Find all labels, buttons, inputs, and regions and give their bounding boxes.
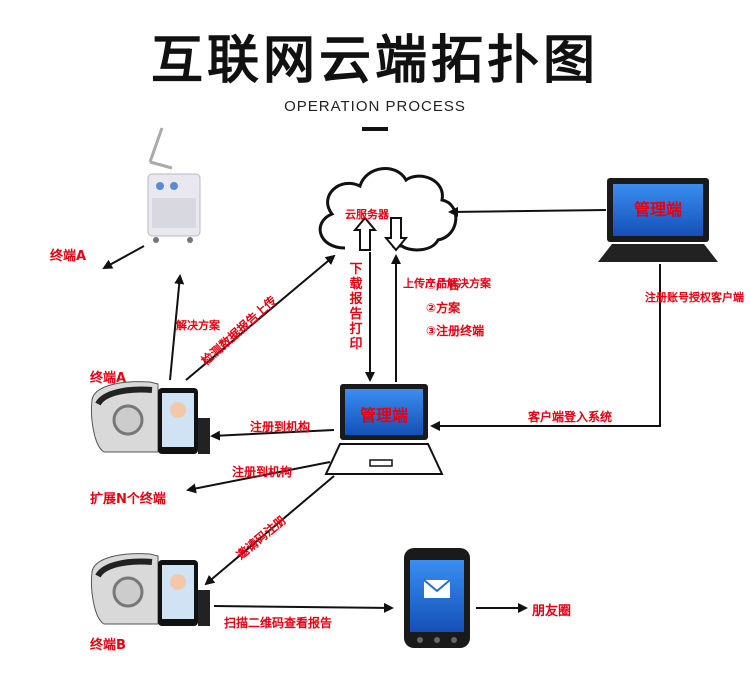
arrow-laser-to-terminal-a	[102, 245, 145, 269]
download-hollow-arrow-icon	[383, 217, 409, 252]
download-print-label: 下载报告打印	[349, 262, 363, 352]
upload-solution-label: 上传产品解决方案	[403, 277, 491, 290]
admin-center-label: 管理端	[359, 406, 408, 425]
phone-icon	[404, 548, 470, 648]
moments-label: 朋友圈	[532, 604, 572, 619]
cloud-server-label: 云服务器	[345, 208, 389, 221]
arrow-admin-to-terminal-b	[204, 475, 335, 586]
admin-laptop-center-icon	[324, 384, 444, 475]
terminal-b-label: 终端B	[90, 638, 126, 653]
scan-qr-label: 扫描二维码查看报告	[224, 616, 333, 630]
upload-hollow-arrow-icon	[352, 216, 378, 251]
terminal-a-mid-label: 终端A	[90, 371, 127, 386]
register-org-n-label: 注册到机构	[232, 465, 293, 479]
client-login-label: 客户端登入系统	[528, 410, 613, 424]
terminal-a-top-label: 终端A	[50, 249, 87, 264]
page-subtitle: OPERATION PROCESS	[284, 98, 466, 115]
option-ad: ①广告	[426, 278, 461, 292]
laser-machine-icon	[147, 127, 201, 243]
arrow-admin-top-to-center	[430, 264, 661, 431]
subtitle-underline	[362, 127, 388, 131]
register-org-a-label: 注册到机构	[250, 420, 311, 434]
option-register: ③注册终端	[426, 324, 485, 338]
arrow-admin-top-to-cloud	[448, 206, 607, 217]
skin-analyzer-a-icon	[91, 381, 210, 454]
admin-laptop-top-icon	[598, 178, 718, 262]
admin-top-label: 管理端	[633, 200, 682, 219]
cloud-server-icon	[318, 167, 458, 252]
page-title: 互联网云端拓扑图	[150, 31, 599, 91]
arrow-terminal-a-to-laser	[169, 274, 185, 381]
solution-label: 解决方案	[176, 319, 220, 332]
expand-terminals-label: 扩展N个终端	[90, 492, 166, 507]
arrow-terminal-b-to-phone	[213, 602, 394, 613]
skin-analyzer-b-icon	[91, 553, 210, 626]
option-plan: ②方案	[426, 301, 461, 315]
arrow-terminal-a-to-cloud	[185, 254, 336, 381]
arrow-admin-to-expand	[186, 461, 331, 494]
arrow-admin-to-terminal-a	[210, 429, 335, 441]
register-auth-label: 注册账号授权客户端	[645, 291, 744, 304]
